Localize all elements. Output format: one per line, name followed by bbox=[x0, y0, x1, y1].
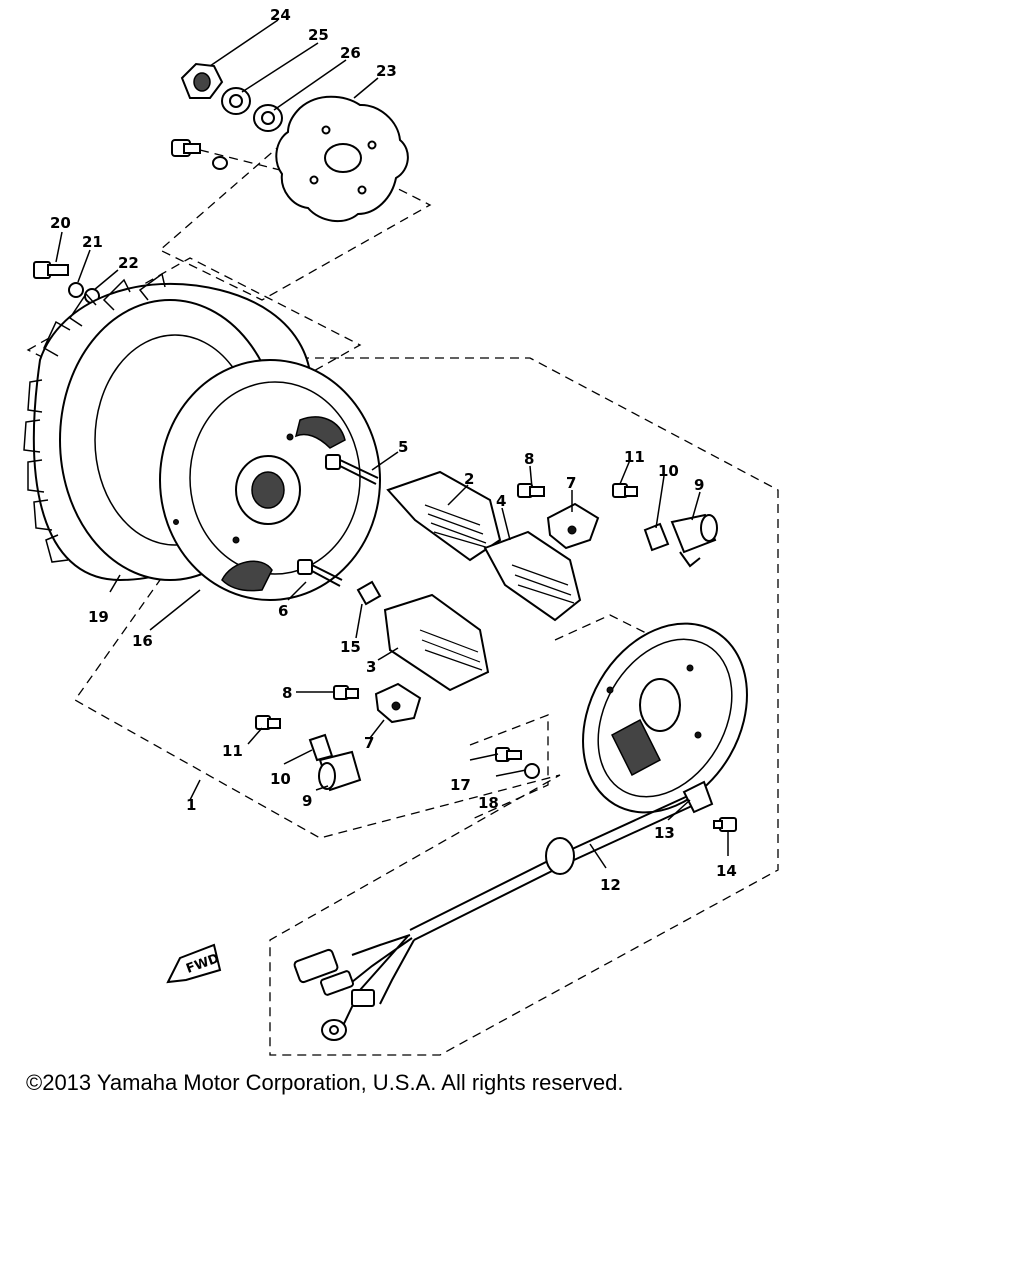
part-condenser-9-lower bbox=[318, 750, 362, 792]
callout-8-upper: 8 bbox=[524, 450, 534, 468]
part-bolt-20 bbox=[33, 261, 69, 279]
part-plate-23 bbox=[275, 95, 409, 223]
callout-17: 17 bbox=[450, 776, 471, 794]
callout-11-upper: 11 bbox=[624, 448, 645, 466]
callout-4: 4 bbox=[496, 492, 506, 510]
copyright-notice: ©2013 Yamaha Motor Corporation, U.S.A. A… bbox=[26, 1070, 624, 1095]
callout-7-upper: 7 bbox=[566, 474, 576, 492]
callout-3: 3 bbox=[366, 658, 376, 676]
part-bracket-10-upper bbox=[643, 522, 670, 552]
part-nut-24 bbox=[180, 62, 224, 99]
callout-1: 1 bbox=[186, 796, 196, 814]
callout-21: 21 bbox=[82, 233, 103, 251]
part-stator-plate bbox=[582, 622, 748, 814]
part-screw-8-lower bbox=[333, 685, 359, 700]
callout-9-upper: 9 bbox=[694, 476, 704, 494]
callout-26: 26 bbox=[340, 44, 361, 62]
part-washer-26 bbox=[253, 104, 283, 132]
callout-14: 14 bbox=[716, 862, 737, 880]
callout-19: 19 bbox=[88, 608, 109, 626]
callout-5: 5 bbox=[398, 438, 408, 456]
part-small-screw bbox=[171, 139, 228, 170]
part-washer-18 bbox=[524, 763, 540, 779]
callout-25: 25 bbox=[308, 26, 329, 44]
fwd-arrow-icon: FWD bbox=[166, 943, 221, 984]
callout-15: 15 bbox=[340, 638, 361, 656]
part-coil-3 bbox=[383, 593, 490, 692]
leader-lines bbox=[55, 19, 729, 869]
callout-labels: 24 25 26 23 20 21 22 5 2 4 8 7 11 10 9 6… bbox=[50, 6, 737, 894]
assembly-outlines bbox=[26, 134, 779, 1056]
part-coil-4 bbox=[483, 530, 582, 622]
part-washer-25 bbox=[221, 87, 251, 115]
part-breaker-7-upper bbox=[546, 502, 600, 550]
part-rotor-16 bbox=[159, 359, 381, 601]
part-clip-15 bbox=[356, 580, 382, 606]
part-screw-6 bbox=[297, 559, 343, 587]
part-screw-8-upper bbox=[517, 483, 545, 498]
callout-10-upper: 10 bbox=[658, 462, 679, 480]
callout-2: 2 bbox=[464, 470, 474, 488]
part-screw-11-upper bbox=[612, 483, 638, 498]
callout-24: 24 bbox=[270, 6, 291, 24]
callout-7-lower: 7 bbox=[364, 734, 374, 752]
callout-8-lower: 8 bbox=[282, 684, 292, 702]
callout-18: 18 bbox=[478, 794, 499, 812]
callout-10-lower: 10 bbox=[270, 770, 291, 788]
part-grommet-13 bbox=[682, 780, 714, 814]
part-washer-21 bbox=[68, 282, 84, 298]
callout-11-lower: 11 bbox=[222, 742, 243, 760]
part-coil-2 bbox=[386, 470, 502, 562]
part-harness-12 bbox=[293, 794, 695, 1041]
callout-6: 6 bbox=[278, 602, 288, 620]
part-screw-11-lower bbox=[255, 715, 281, 730]
callout-22: 22 bbox=[118, 254, 139, 272]
callout-9-lower: 9 bbox=[302, 792, 312, 810]
exploded-parts-diagram: FWD 24 25 26 bbox=[23, 6, 779, 1056]
callout-13: 13 bbox=[654, 824, 675, 842]
part-screw-5 bbox=[325, 454, 379, 485]
part-screw-17 bbox=[495, 747, 522, 762]
part-bracket-10-lower bbox=[308, 733, 334, 762]
callout-12: 12 bbox=[600, 876, 621, 894]
callout-20: 20 bbox=[50, 214, 71, 232]
part-screw-14 bbox=[713, 817, 737, 832]
part-condenser-9-upper bbox=[670, 513, 718, 568]
callout-23: 23 bbox=[376, 62, 397, 80]
callout-16: 16 bbox=[132, 632, 153, 650]
part-breaker-7-lower bbox=[374, 682, 422, 724]
